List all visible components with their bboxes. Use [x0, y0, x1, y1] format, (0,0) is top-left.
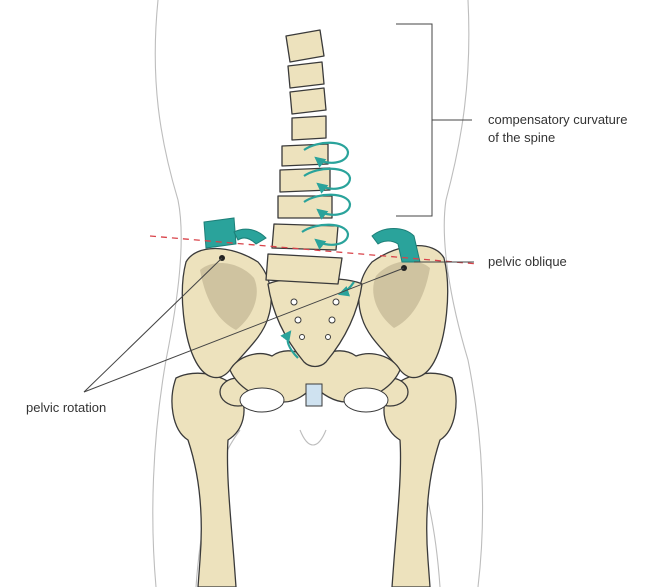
pubic-symphysis: [306, 384, 322, 406]
right-obturator-foramen: [344, 388, 388, 412]
spine-curvature-label-line2: of the spine: [488, 130, 555, 145]
pelvic-rotation-label: pelvic rotation: [26, 400, 106, 415]
spine-curvature-label-line1: compensatory curvature: [488, 112, 627, 127]
left-obturator-foramen: [240, 388, 284, 412]
curvature-bracket: [396, 24, 432, 216]
pelvic-oblique-label: pelvic oblique: [488, 254, 567, 269]
